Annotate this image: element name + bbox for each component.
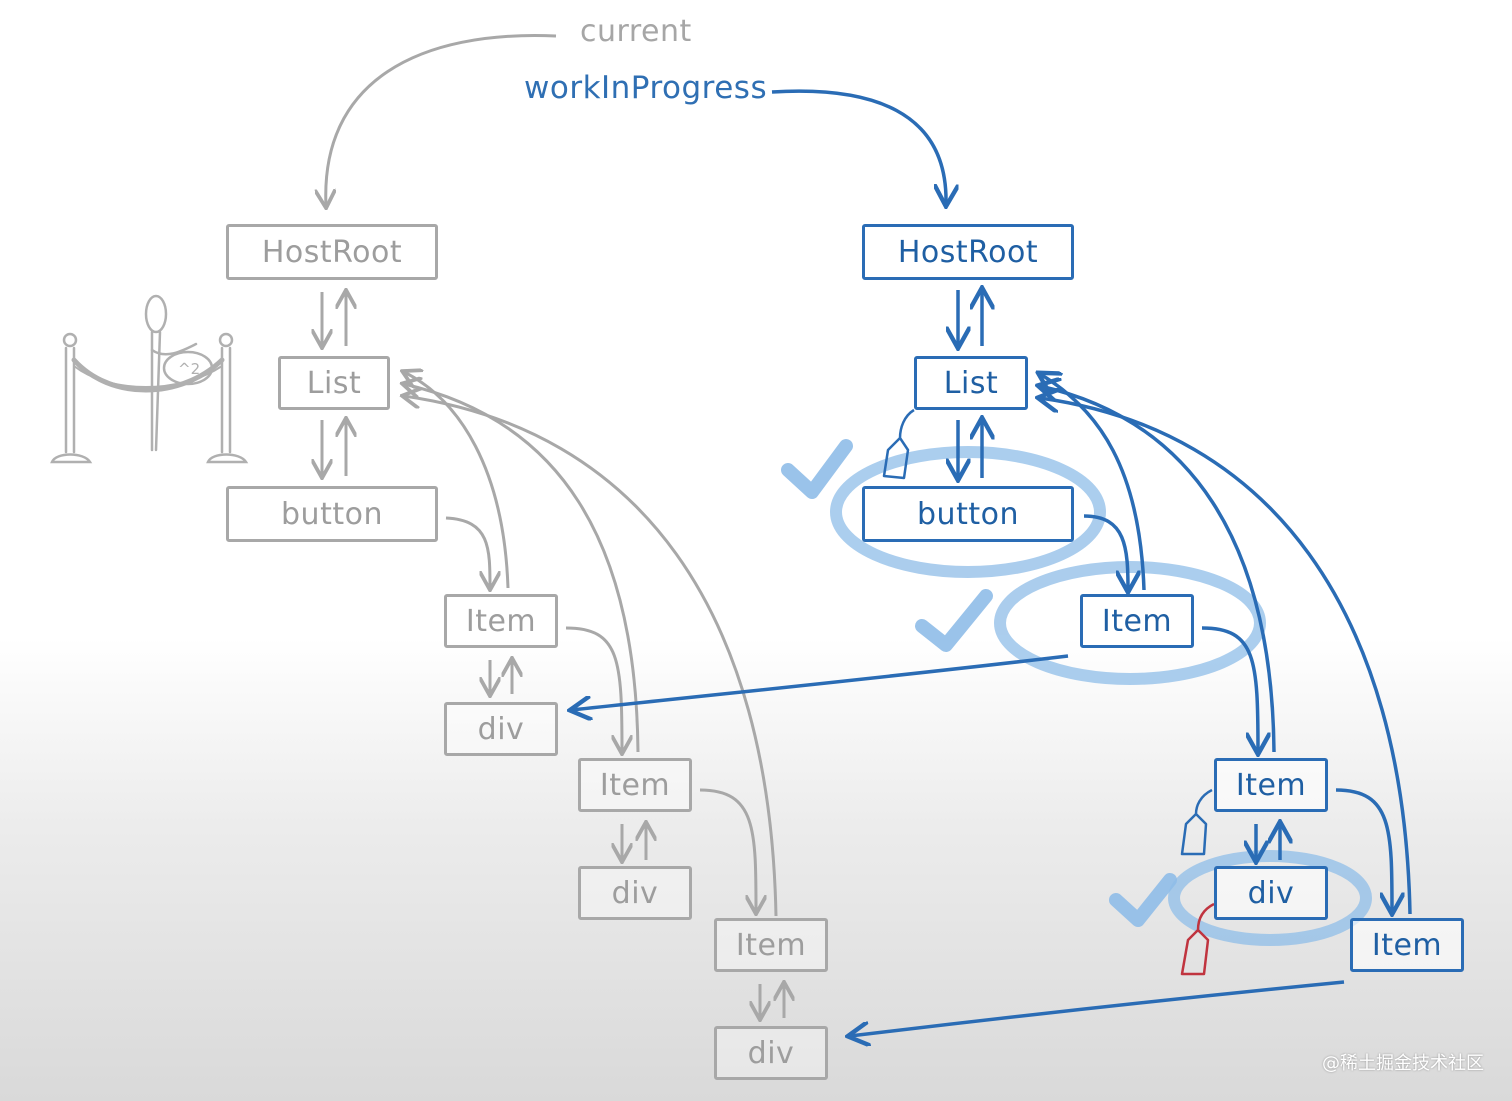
check-icon: [915, 589, 993, 652]
current-pointer-arrow: [326, 34, 557, 206]
stick-figure-badge: ^2: [178, 360, 200, 378]
wip-item-node-3: Item: [1350, 918, 1464, 972]
wip-pointer-arrow: [771, 89, 946, 204]
current-div-node-2: div: [578, 866, 692, 920]
stick-figure-hammock: [50, 294, 249, 464]
current-tree-links: [322, 292, 784, 1018]
wip-host-root-node: HostRoot: [862, 224, 1074, 280]
current-item-node-3: Item: [714, 918, 828, 972]
wip-item-node-2: Item: [1214, 758, 1328, 812]
work-in-progress-pointer-label: workInProgress: [524, 70, 768, 106]
current-button-node: button: [226, 486, 438, 542]
wip-item-node-1: Item: [1080, 594, 1194, 648]
tag-icon: [1180, 788, 1213, 856]
current-host-root-node: HostRoot: [226, 224, 438, 280]
highlight-div: [1168, 850, 1372, 946]
current-item-node-2: Item: [578, 758, 692, 812]
highlight-button: [830, 446, 1106, 578]
check-icon: [1109, 873, 1177, 927]
current-div-node-1: div: [444, 702, 558, 756]
wip-tree-links: [572, 290, 1412, 1036]
tag-icon: [882, 408, 915, 480]
watermark: @稀土掘金技术社区: [1322, 1053, 1484, 1074]
current-list-node: List: [278, 356, 390, 410]
check-icon: [781, 439, 853, 499]
current-div-node-3: div: [714, 1026, 828, 1080]
wip-list-node: List: [914, 356, 1028, 410]
tag-icon: [1180, 902, 1215, 976]
current-pointer-label: current: [580, 14, 692, 49]
wip-button-node: button: [862, 486, 1074, 542]
current-item-node-1: Item: [444, 594, 558, 648]
check-marks: [781, 439, 1177, 927]
effect-tags: [882, 408, 1215, 976]
wip-div-node-2: div: [1214, 866, 1328, 920]
